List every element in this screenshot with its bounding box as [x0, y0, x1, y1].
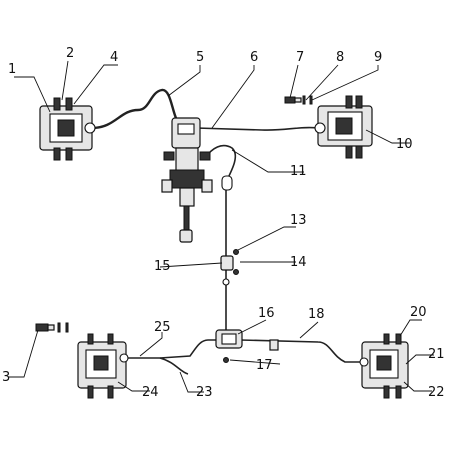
- callout-14: 14: [290, 255, 307, 270]
- callout-18: 18: [308, 307, 325, 322]
- tube-rear-23: [159, 357, 189, 375]
- callout-21: 21: [428, 347, 445, 362]
- callout-8: 8: [336, 50, 344, 65]
- tube-rear-left: [124, 339, 226, 359]
- hose-front-left: [91, 88, 181, 130]
- callout-17: 17: [256, 358, 273, 373]
- callout-1: 1: [8, 62, 16, 77]
- callout-23: 23: [196, 385, 213, 400]
- caliper-front-left: [39, 97, 96, 161]
- callout-4: 4: [110, 50, 118, 65]
- callout-5: 5: [196, 50, 204, 65]
- tee-fitting-upper: [220, 249, 239, 286]
- callout-13: 13: [290, 213, 307, 228]
- tube-front-right: [195, 126, 319, 131]
- callout-3: 3: [2, 370, 10, 385]
- callout-2: 2: [66, 46, 74, 61]
- callout-labels: 1 2 3 4 5 6 7 8 9 10 11 13 14 15 16 17 1…: [2, 46, 445, 400]
- callout-10: 10: [396, 137, 413, 152]
- caliper-rear-right: [359, 333, 409, 399]
- tube-loop: [204, 144, 237, 183]
- brake-lines: [91, 88, 362, 375]
- callout-22: 22: [428, 385, 445, 400]
- leader-lines: [8, 60, 434, 393]
- callout-11: 11: [290, 164, 307, 179]
- callout-25: 25: [154, 320, 171, 335]
- callout-6: 6: [250, 50, 258, 65]
- rear-junction-block: [215, 329, 279, 363]
- fittings-7-8-9: [284, 95, 313, 105]
- tube-rear-right: [239, 339, 362, 363]
- fittings-3: [35, 322, 69, 333]
- caliper-rear-left: [77, 333, 129, 399]
- callout-9: 9: [374, 50, 382, 65]
- callout-7: 7: [296, 50, 304, 65]
- callout-16: 16: [258, 306, 275, 321]
- master-cylinder-assembly: [161, 117, 233, 243]
- callout-24: 24: [142, 385, 159, 400]
- callout-15: 15: [154, 259, 171, 274]
- caliper-front-right: [314, 95, 373, 159]
- callout-20: 20: [410, 305, 427, 320]
